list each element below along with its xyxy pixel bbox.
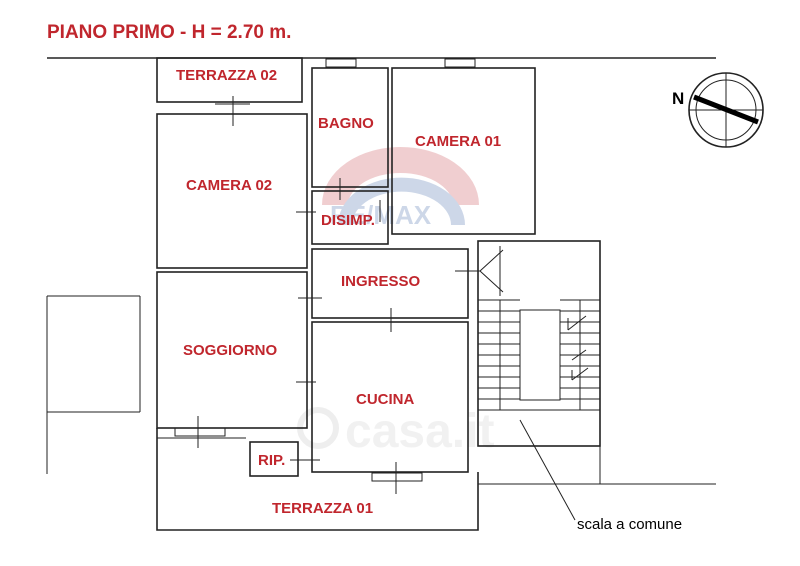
room-ingresso (311, 248, 469, 319)
plan-title: PIANO PRIMO - H = 2.70 m. (47, 22, 291, 43)
north-compass (688, 72, 764, 148)
room-soggiorno (156, 271, 308, 429)
label-terrazza-02: TERRAZZA 02 (176, 67, 277, 84)
room-ripostiglio (249, 441, 299, 477)
remax-watermark: RE/MAX (322, 147, 479, 230)
room-disimp (311, 190, 389, 245)
label-camera-02: CAMERA 02 (186, 177, 272, 194)
common-stairwell (477, 240, 601, 521)
room-camera-01 (391, 67, 536, 235)
room-camera-02 (156, 113, 308, 269)
label-camera-01: CAMERA 01 (415, 133, 501, 150)
room-cucina (311, 321, 469, 473)
label-stairs-note: scala a comune (577, 516, 682, 533)
north-label: N (672, 89, 684, 108)
label-ripostiglio: RIP. (258, 452, 285, 469)
label-soggiorno: SOGGIORNO (183, 342, 278, 359)
room-terrazza-01 (156, 428, 479, 531)
label-bagno: BAGNO (318, 115, 374, 132)
remax-watermark-text: RE/MAX (330, 200, 432, 230)
casa-watermark: casa.it (297, 405, 494, 458)
casa-watermark-text: casa.it (345, 405, 494, 458)
label-disimp: DISIMP. (321, 212, 375, 229)
label-ingresso: INGRESSO (341, 273, 421, 290)
label-cucina: CUCINA (356, 391, 414, 408)
room-terrazza-02 (156, 57, 303, 103)
label-terrazza-01: TERRAZZA 01 (272, 500, 373, 517)
room-bagno (311, 67, 389, 188)
